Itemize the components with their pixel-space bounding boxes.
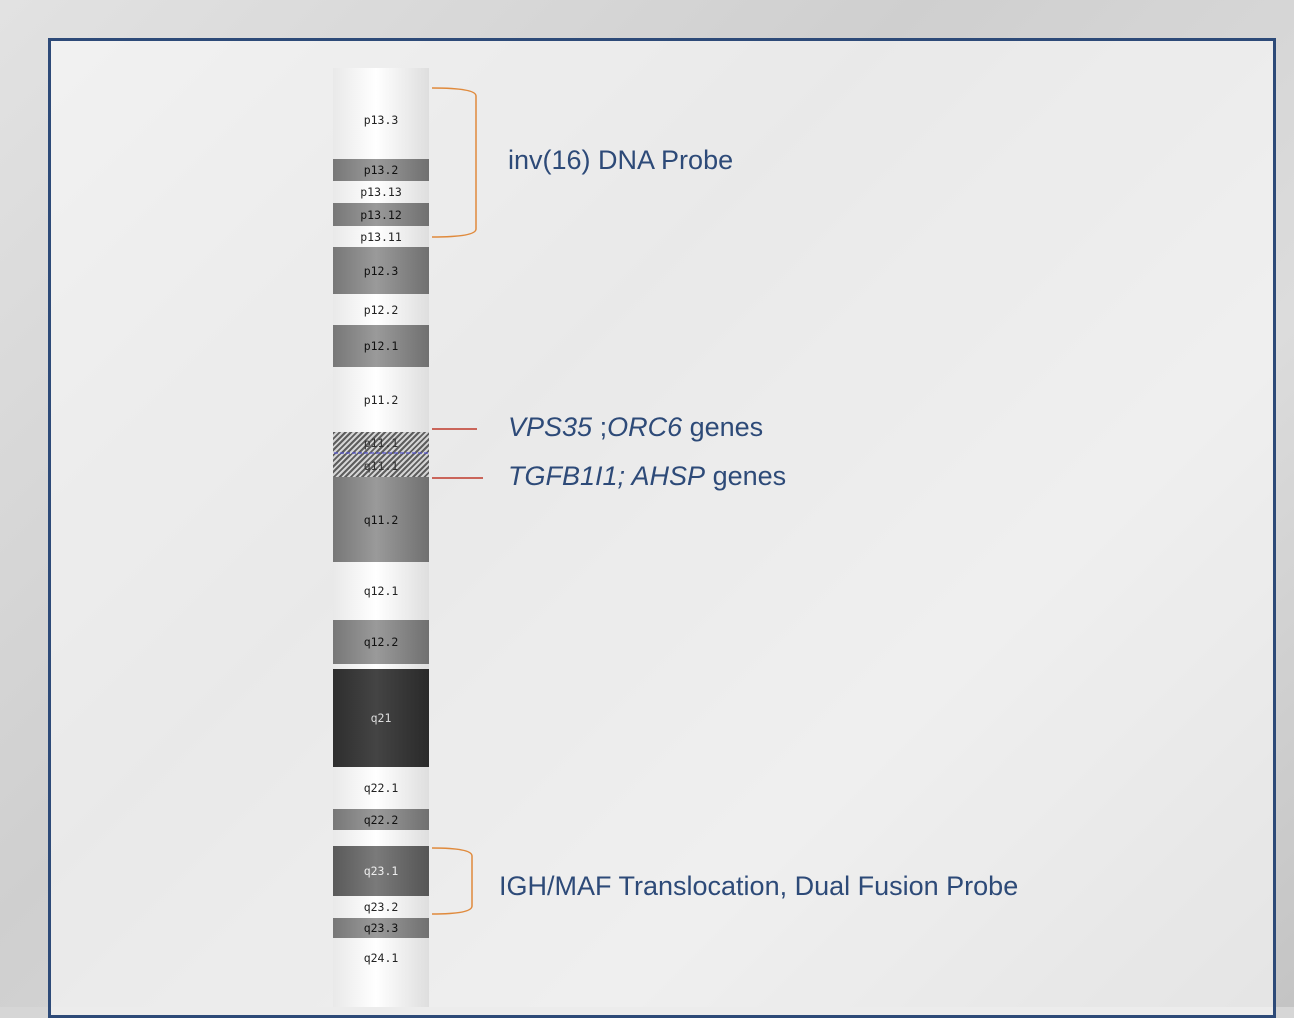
band-q12-2: q12.2	[333, 620, 429, 664]
band-label: q12.2	[363, 635, 399, 649]
igh-maf-probe-label: IGH/MAF Translocation, Dual Fusion Probe	[499, 871, 1019, 901]
tgfb1i1-ahsp-label: TGFB1I1; AHSP genes	[508, 461, 786, 492]
orc6-gene-name: ORC6	[607, 412, 683, 442]
band-label: p13.13	[360, 185, 402, 199]
band-label: p12.1	[363, 339, 399, 353]
band-segment-19	[333, 830, 429, 846]
band-segment-24	[333, 977, 429, 1007]
band-label: q11.1	[363, 458, 399, 473]
band-p13-13: p13.13	[333, 181, 429, 203]
band-p13-3: p13.3	[333, 80, 429, 159]
band-label: q21	[370, 711, 392, 725]
band-p11-2: p11.2	[333, 367, 429, 432]
band-q23-1: q23.1	[333, 846, 429, 896]
vps35-gene-name: VPS35	[508, 412, 593, 442]
band-label: p13.3	[363, 112, 399, 127]
band-label: p11.2	[363, 392, 399, 407]
band-label: q22.1	[363, 781, 399, 795]
band-p13-2: p13.2	[333, 159, 429, 181]
band-label: q12.1	[363, 584, 399, 598]
band-segment-15	[333, 664, 429, 669]
band-q23-3: q23.3	[333, 918, 429, 938]
genes-suffix: genes	[705, 461, 787, 491]
gene-separator: ;	[592, 412, 608, 442]
band-q21: q21	[333, 669, 429, 767]
band-q11-1: q11.1	[333, 454, 429, 477]
band-label: q22.2	[363, 812, 399, 827]
diagram-panel	[48, 38, 1276, 1018]
chromosome-16-ideogram: p13.3 p13.2 p13.13 p13.12 p13.11 p12.3 p12.2 p1…	[333, 68, 429, 1007]
band-p12-3: p12.3	[333, 247, 429, 294]
inv16-probe-label: inv(16) DNA Probe	[508, 145, 734, 175]
band-label: q24.1	[363, 950, 399, 965]
vps35-orc6-label: VPS35 ;ORC6 genes	[508, 412, 763, 443]
band-p12-1: p12.1	[333, 325, 429, 367]
band-label: p13.12	[360, 207, 402, 222]
band-label: q11.2	[363, 512, 399, 527]
band-label: q23.3	[363, 921, 399, 935]
band-p11-1: p11.1	[333, 432, 429, 454]
band-label: p12.3	[363, 263, 399, 278]
genes-suffix: genes	[682, 412, 764, 442]
band-segment-0	[333, 68, 429, 80]
band-label: q23.2	[363, 900, 399, 914]
band-q11-2: q11.2	[333, 477, 429, 562]
band-label: p11.1	[363, 436, 399, 450]
band-p13-12: p13.12	[333, 203, 429, 226]
band-label: q23.1	[363, 864, 399, 878]
tgfb1i1-ahsp-gene-names: TGFB1I1; AHSP	[508, 461, 706, 491]
band-label: p12.2	[363, 302, 399, 317]
band-p13-11: p13.11	[333, 226, 429, 247]
band-q22-1: q22.1	[333, 767, 429, 809]
band-p12-2: p12.2	[333, 294, 429, 325]
band-q12-1: q12.1	[333, 562, 429, 620]
band-label: p13.2	[363, 163, 399, 177]
band-q22-2: q22.2	[333, 809, 429, 830]
band-q23-2: q23.2	[333, 896, 429, 918]
band-q24-1: q24.1	[333, 938, 429, 977]
band-label: p13.11	[360, 229, 402, 244]
